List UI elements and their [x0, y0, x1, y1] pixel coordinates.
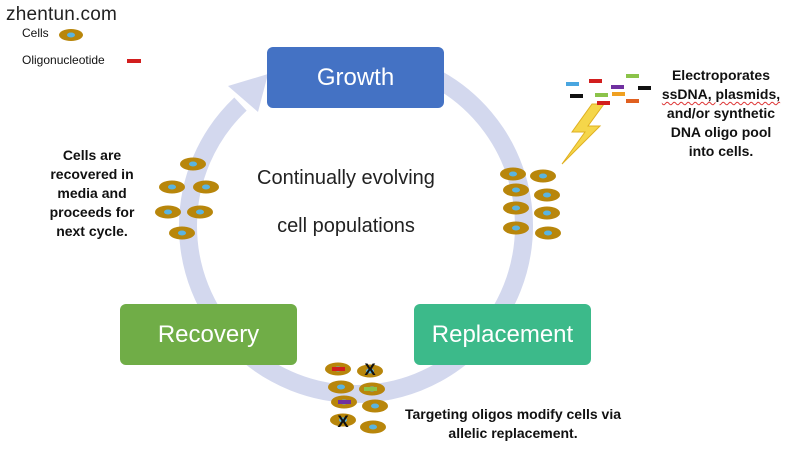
replacement-note-line: Targeting oligos modify cells via — [404, 406, 621, 422]
oligo-icon — [612, 92, 625, 96]
oligo-icon — [364, 387, 377, 391]
recovery-stage-box: Recovery — [120, 304, 297, 365]
cell-icon — [187, 205, 213, 219]
cell-icon — [159, 180, 185, 194]
recovery-note-line: next cycle. — [56, 223, 128, 239]
cell-icon — [503, 183, 529, 197]
center-text-line-1: Continually evolving — [257, 167, 435, 189]
oligo-icon — [597, 101, 610, 105]
replacement-stage-box: Replacement — [414, 304, 591, 365]
cell-icon — [362, 399, 388, 413]
oligo-icon — [570, 94, 583, 98]
oligo-icon — [566, 82, 579, 86]
x-mark: X — [364, 360, 376, 379]
recovery-note-line: recovered in — [50, 166, 134, 182]
replacement-note-line: allelic replacement. — [448, 425, 578, 441]
cell-icon — [530, 169, 556, 183]
cell-icon — [534, 188, 560, 202]
watermark: zhentun.com — [6, 4, 117, 25]
cell-icon — [503, 221, 529, 235]
cell-icon — [330, 413, 356, 427]
oligo-icon — [611, 85, 624, 89]
oligos-layer: XX — [332, 74, 651, 431]
legend-cells-label: Cells — [22, 26, 49, 40]
electroporation-note-line: and/or synthetic — [666, 105, 776, 121]
electroporation-lightning-icon — [561, 103, 605, 165]
oligo-icon — [332, 367, 345, 371]
recovery-note-line: proceeds for — [49, 204, 135, 220]
cell-icon — [357, 364, 383, 378]
oligo-icon — [626, 99, 639, 103]
cell-icon — [155, 205, 181, 219]
electroporation-note: Electroporates ssDNA, plasmids, and/or s… — [646, 66, 796, 161]
recovery-note: Cells are recovered in media and proceed… — [22, 146, 162, 241]
cell-icon — [535, 226, 561, 240]
electroporation-note-line: Electroporates — [671, 67, 771, 83]
cell-icon — [180, 157, 206, 171]
cell-icon — [169, 226, 195, 240]
growth-stage-box: Growth — [267, 47, 444, 108]
oligo-icon — [626, 74, 639, 78]
recovery-note-line: media and — [57, 185, 127, 201]
recovery-note-line: Cells are — [62, 147, 122, 163]
cell-icon — [360, 420, 386, 434]
legend-oligo-icon — [127, 59, 141, 63]
cell-icon — [534, 206, 560, 220]
legend-cell-icon — [59, 29, 83, 41]
electroporation-note-line: ssDNA, plasmids, — [661, 86, 781, 102]
oligo-icon — [595, 93, 608, 97]
electroporation-note-line: DNA oligo pool — [670, 124, 772, 140]
growth-stage-label: Growth — [316, 63, 395, 91]
recovery-stage-label: Recovery — [157, 320, 260, 348]
cell-icon — [328, 380, 354, 394]
cell-icon — [503, 201, 529, 215]
replacement-note: Targeting oligos modify cells via alleli… — [388, 405, 638, 443]
cell-icon — [193, 180, 219, 194]
oligo-icon — [638, 86, 651, 90]
electroporation-note-line: into cells. — [688, 143, 754, 159]
legend-oligo-label: Oligonucleotide — [22, 53, 105, 67]
replacement-stage-label: Replacement — [431, 320, 574, 348]
oligo-icon — [338, 400, 351, 404]
cycle-arrow-head — [228, 74, 268, 112]
center-text-line-2: cell populations — [277, 215, 415, 237]
x-mark: X — [337, 412, 349, 431]
cell-icon — [500, 167, 526, 181]
oligo-icon — [589, 79, 602, 83]
